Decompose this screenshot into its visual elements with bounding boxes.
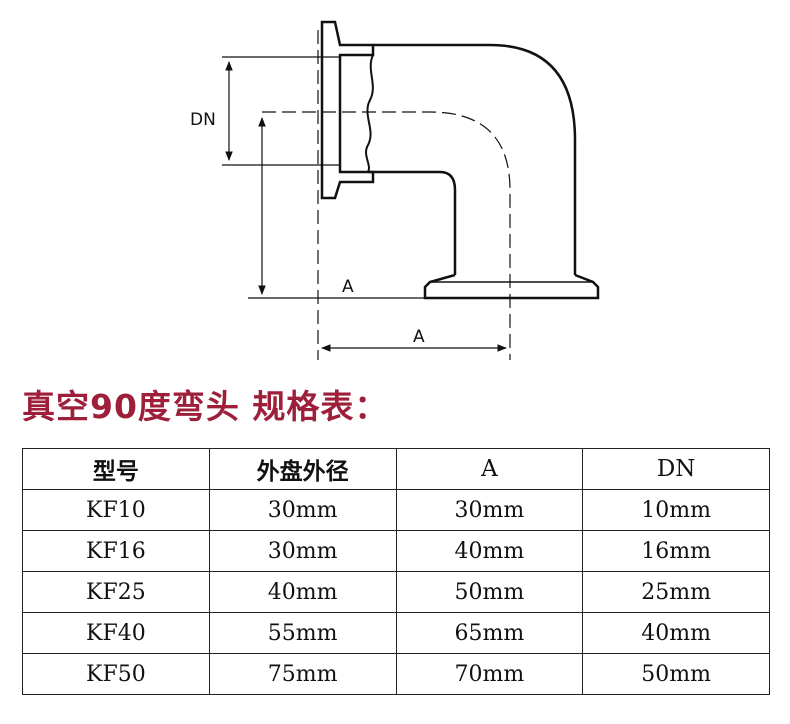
cell-a: 65mm — [395, 612, 584, 654]
spec-table: 型号 外盘外径 A DN KF10 30mm 30mm 10mm KF16 30… — [22, 448, 770, 695]
header-dn: DN — [582, 448, 770, 490]
table-row: KF50 75mm 70mm 50mm — [22, 653, 770, 695]
elbow-technical-drawing: DN A A — [190, 20, 600, 360]
cell-model: KF10 — [22, 489, 210, 531]
table-row: KF16 30mm 40mm 16mm — [22, 530, 770, 572]
elbow-outer-wall — [373, 43, 577, 275]
cell-dn: 40mm — [582, 612, 770, 654]
cell-a: 50mm — [395, 571, 584, 613]
table-row: KF10 30mm 30mm 10mm — [22, 489, 770, 531]
cell-dn: 16mm — [582, 530, 770, 572]
page-title: 真空90度弯头 规格表： — [22, 387, 389, 426]
cell-outer-diameter: 55mm — [208, 612, 397, 654]
cell-model: KF40 — [22, 612, 210, 654]
dn-label: DN — [190, 110, 216, 130]
cell-model: KF50 — [22, 653, 210, 695]
cell-a: 70mm — [395, 653, 584, 695]
cell-a: 40mm — [395, 530, 584, 572]
bottom-flange — [423, 273, 600, 300]
cell-dn: 10mm — [582, 489, 770, 531]
cell-dn: 50mm — [582, 653, 770, 695]
table-header-row: 型号 外盘外径 A DN — [22, 448, 770, 490]
header-outer-diameter: 外盘外径 — [208, 448, 397, 490]
cell-outer-diameter: 30mm — [208, 489, 397, 531]
cell-outer-diameter: 30mm — [208, 530, 397, 572]
cell-outer-diameter: 40mm — [208, 571, 397, 613]
cell-a: 30mm — [395, 489, 584, 531]
centerline — [262, 111, 511, 360]
cell-outer-diameter: 75mm — [208, 653, 397, 695]
a-vertical-label: A — [342, 277, 354, 297]
table-row: KF40 55mm 65mm 40mm — [22, 612, 770, 654]
break-line — [365, 54, 374, 173]
header-a: A — [395, 448, 584, 490]
table-row: KF25 40mm 50mm 25mm — [22, 571, 770, 613]
cell-dn: 25mm — [582, 571, 770, 613]
cell-model: KF25 — [22, 571, 210, 613]
header-model: 型号 — [22, 448, 210, 490]
left-flange — [320, 20, 375, 200]
a-horizontal-label: A — [413, 327, 425, 347]
elbow-inner-wall — [368, 170, 457, 275]
cell-model: KF16 — [22, 530, 210, 572]
